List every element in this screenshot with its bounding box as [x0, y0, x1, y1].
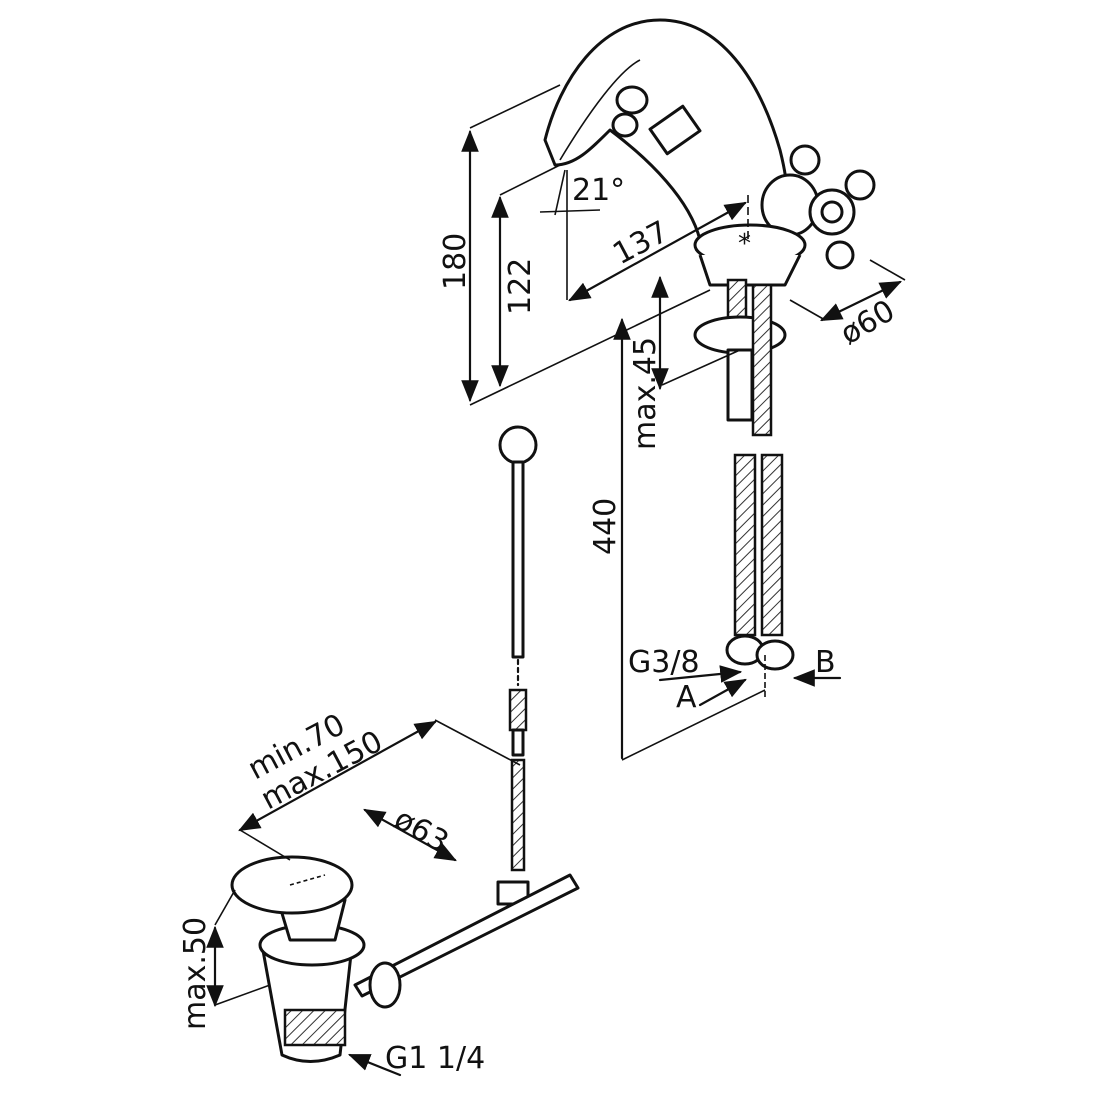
waste-arm-port [368, 961, 402, 1009]
label-o60: ø60 [835, 293, 901, 352]
label-a: A [676, 680, 697, 715]
label-122: 122 [503, 258, 538, 315]
spout-joint [648, 104, 702, 156]
dim-o63 [363, 808, 457, 862]
pop-up-rod [353, 425, 580, 998]
center-mark: * [738, 229, 751, 259]
rod-mid [511, 728, 525, 757]
hose-b-nut [755, 639, 795, 671]
label-g38: G3/8 [628, 645, 700, 680]
pivot-rod [353, 873, 580, 998]
label-137: 137 [607, 214, 674, 272]
faucet: * [543, 18, 876, 671]
handle-cap [820, 200, 844, 224]
dim-o60 [820, 280, 902, 322]
dim-137 [568, 201, 747, 302]
hose-a [733, 453, 757, 637]
rod-knob [498, 425, 538, 465]
label-440: 440 [588, 498, 623, 555]
label-21deg: 21° [572, 173, 625, 208]
handle-knob [789, 144, 821, 176]
rod-lower [510, 758, 526, 872]
label-max50: max.50 [178, 917, 213, 1030]
handle-knob [844, 169, 876, 201]
pop-up-waste [230, 855, 402, 1063]
fixing-nut [726, 348, 754, 422]
aerator-ring [615, 85, 649, 115]
label-g114: G1 1/4 [385, 1041, 485, 1076]
dim-rod [238, 720, 437, 832]
label-max45: max.45 [628, 337, 663, 450]
hose-b [760, 453, 784, 637]
label-180: 180 [438, 233, 473, 290]
label-b: B [815, 645, 836, 680]
hose-b-upper [751, 283, 773, 437]
dimension-lines [206, 84, 906, 1077]
rod-upper [511, 460, 525, 659]
aerator-ring [611, 112, 639, 138]
label-o63: ø63 [388, 802, 454, 861]
handle-knob [825, 240, 855, 270]
spout-highlight [559, 59, 641, 161]
rod-connector [508, 688, 528, 732]
base-collar [698, 254, 802, 287]
waste-thread [283, 1008, 347, 1047]
